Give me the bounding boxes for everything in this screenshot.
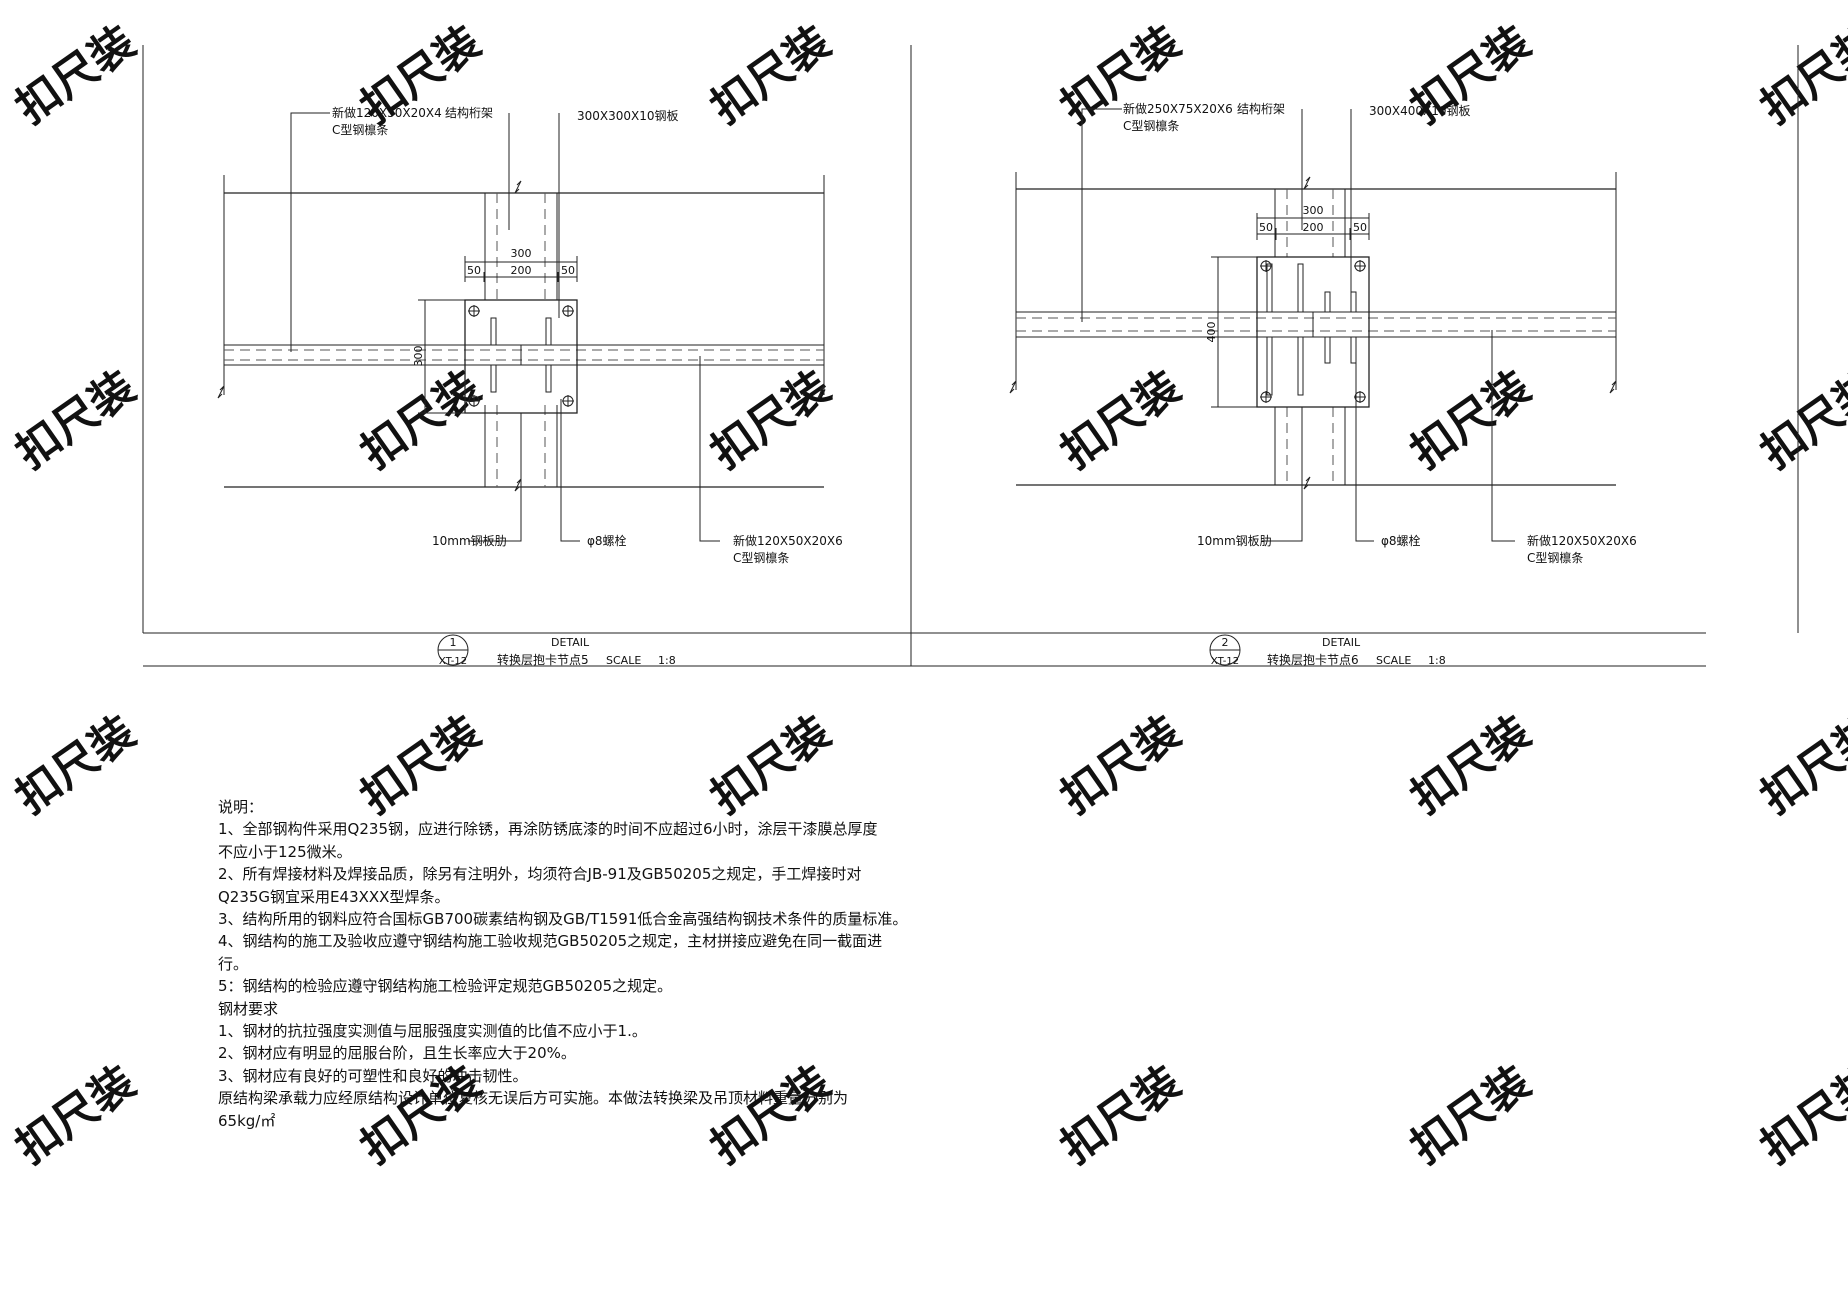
callout-purlin-top: 新做120X50X20X4 bbox=[332, 105, 442, 120]
watermark: 扣尺装 bbox=[1752, 707, 1848, 824]
watermark: 扣尺装 bbox=[1402, 362, 1539, 479]
callout-purlin-top: 新做250X75X20X6 bbox=[1123, 101, 1233, 116]
callout-purlin-bottom-type: C型钢檩条 bbox=[1527, 550, 1583, 565]
bolt bbox=[562, 395, 574, 407]
watermark: 扣尺装 bbox=[1402, 1057, 1539, 1174]
watermark: 扣尺装 bbox=[1752, 17, 1848, 134]
dim-total: 300 bbox=[511, 247, 532, 260]
notes-line: 1、全部钢构件采用Q235钢，应进行除锈，再涂防锈底漆的时间不应超过6小时，涂层… bbox=[218, 820, 878, 839]
bolt bbox=[1354, 260, 1366, 272]
callout-rib: 10mm钢板肋 bbox=[1197, 533, 1272, 548]
watermark: 扣尺装 bbox=[702, 362, 839, 479]
general-notes: 说明： 1、全部钢构件采用Q235钢，应进行除锈，再涂防锈底漆的时间不应超过6小… bbox=[218, 796, 1018, 1132]
notes-line: 3、钢材应有良好的可塑性和良好的冲击韧性。 bbox=[218, 1066, 528, 1085]
detail-title-1: 1 XT-12 DETAIL 转换层抱卡节点5 SCALE 1:8 bbox=[437, 634, 676, 667]
bolt bbox=[1260, 260, 1272, 272]
scale-value: 1:8 bbox=[658, 654, 676, 667]
watermark: 扣尺装 bbox=[7, 17, 144, 134]
steel-plate bbox=[1256, 256, 1370, 408]
dim-height: 400 bbox=[1205, 322, 1218, 343]
callout-purlin-top-type: C型钢檩条 bbox=[332, 122, 388, 137]
notes-line: 原结构梁承载力应经原结构设计单位复核无误后方可实施。本做法转换梁及吊顶材料重量分… bbox=[218, 1089, 849, 1108]
watermark: 扣尺装 bbox=[1052, 1057, 1189, 1174]
bolt bbox=[1260, 391, 1272, 403]
sheet-ref: XT-12 bbox=[1211, 656, 1239, 667]
detail-label: DETAIL bbox=[1322, 636, 1361, 649]
callout-truss: 结构桁架 bbox=[445, 105, 493, 120]
steel-rib bbox=[1297, 263, 1304, 313]
dim-mid: 200 bbox=[511, 264, 532, 277]
notes-line: 3、结构所用的钢料应符合国标GB700碳素结构钢及GB/T1591低合金高强结构… bbox=[218, 910, 908, 929]
watermark: 扣尺装 bbox=[1052, 17, 1189, 134]
sheet-ref: XT-12 bbox=[439, 656, 467, 667]
bolt bbox=[468, 395, 480, 407]
dim-height: 300 bbox=[412, 346, 425, 367]
watermark: 扣尺装 bbox=[1402, 707, 1539, 824]
notes-line: 2、所有焊接材料及焊接品质，除另有注明外，均须符合JB-91及GB50205之规… bbox=[218, 865, 862, 884]
steel-rib bbox=[1324, 336, 1331, 364]
steel-rib bbox=[490, 364, 497, 393]
callout-purlin-bottom-type: C型钢檩条 bbox=[733, 550, 789, 565]
scale-label: SCALE bbox=[1376, 654, 1411, 667]
callout-purlin-bottom: 新做120X50X20X6 bbox=[1527, 533, 1637, 548]
steel-rib bbox=[1324, 291, 1331, 313]
notes-line: 说明： bbox=[218, 798, 264, 816]
callout-bolt: φ8螺栓 bbox=[1381, 533, 1421, 548]
scale-value: 1:8 bbox=[1428, 654, 1446, 667]
watermark: 扣尺装 bbox=[7, 1057, 144, 1174]
dim-mid: 200 bbox=[1303, 221, 1324, 234]
detail-number: 2 bbox=[1222, 636, 1229, 649]
detail-label: DETAIL bbox=[551, 636, 590, 649]
notes-line: 65kg/㎡ bbox=[218, 1111, 276, 1130]
bolt bbox=[562, 305, 574, 317]
watermark: 扣尺装 bbox=[1752, 362, 1848, 479]
scale-label: SCALE bbox=[606, 654, 641, 667]
watermark: 扣尺装 bbox=[1052, 707, 1189, 824]
detail-1: 300 50 200 50 300 新做120X50X20X4 C型钢檩条 结构… bbox=[217, 105, 843, 667]
steel-rib bbox=[1350, 336, 1357, 364]
watermark: 扣尺装 bbox=[7, 707, 144, 824]
steel-rib bbox=[490, 317, 497, 346]
steel-rib bbox=[1350, 291, 1357, 313]
callout-plate: 300X400X10钢板 bbox=[1369, 104, 1471, 118]
notes-line: 1、钢材的抗拉强度实测值与屈服强度实测值的比值不应小于1.。 bbox=[218, 1022, 647, 1041]
callout-rib: 10mm钢板肋 bbox=[432, 533, 507, 548]
notes-line: 钢材要求 bbox=[218, 999, 279, 1018]
detail-name: 转换层抱卡节点5 bbox=[497, 652, 589, 667]
detail-name: 转换层抱卡节点6 bbox=[1267, 652, 1359, 667]
watermark: 扣尺装 bbox=[1752, 1057, 1848, 1174]
notes-line: Q235G钢宜采用E43XXX型焊条。 bbox=[218, 887, 450, 906]
dim-right: 50 bbox=[1353, 221, 1367, 234]
notes-line: 不应小于125微米。 bbox=[218, 842, 352, 861]
notes-line: 行。 bbox=[218, 954, 249, 973]
dim-total: 300 bbox=[1303, 204, 1324, 217]
watermark: 扣尺装 bbox=[352, 362, 489, 479]
bolt bbox=[468, 305, 480, 317]
steel-rib bbox=[545, 364, 552, 393]
detail-title-2: 2 XT-12 DETAIL 转换层抱卡节点6 SCALE 1:8 bbox=[1209, 634, 1446, 667]
detail-2: 300 50 200 50 400 新做250X75X20X6 C型钢檩条 结构… bbox=[1009, 101, 1637, 667]
callout-bolt: φ8螺栓 bbox=[587, 533, 627, 548]
steel-rib bbox=[1297, 336, 1304, 396]
watermark: 扣尺装 bbox=[7, 362, 144, 479]
callout-plate: 300X300X10钢板 bbox=[577, 109, 679, 123]
watermark: 扣尺装 bbox=[1052, 362, 1189, 479]
steel-rib bbox=[1266, 336, 1273, 396]
sheet-frame bbox=[142, 45, 1799, 667]
dim-right: 50 bbox=[561, 264, 575, 277]
notes-line: 4、钢结构的施工及验收应遵守钢结构施工验收规范GB50205之规定，主材拼接应避… bbox=[218, 932, 883, 951]
callout-purlin-top-type: C型钢檩条 bbox=[1123, 118, 1179, 133]
notes-line: 5：钢结构的检验应遵守钢结构施工检验评定规范GB50205之规定。 bbox=[218, 977, 673, 996]
dim-left: 50 bbox=[467, 264, 481, 277]
steel-rib bbox=[545, 317, 552, 346]
notes-line: 2、钢材应有明显的屈服台阶，且生长率应大于20%。 bbox=[218, 1044, 576, 1063]
watermark: 扣尺装 bbox=[702, 17, 839, 134]
callout-truss: 结构桁架 bbox=[1237, 101, 1285, 116]
dim-left: 50 bbox=[1259, 221, 1273, 234]
detail-number: 1 bbox=[450, 636, 457, 649]
steel-rib bbox=[1266, 263, 1273, 313]
callout-purlin-bottom: 新做120X50X20X6 bbox=[733, 533, 843, 548]
